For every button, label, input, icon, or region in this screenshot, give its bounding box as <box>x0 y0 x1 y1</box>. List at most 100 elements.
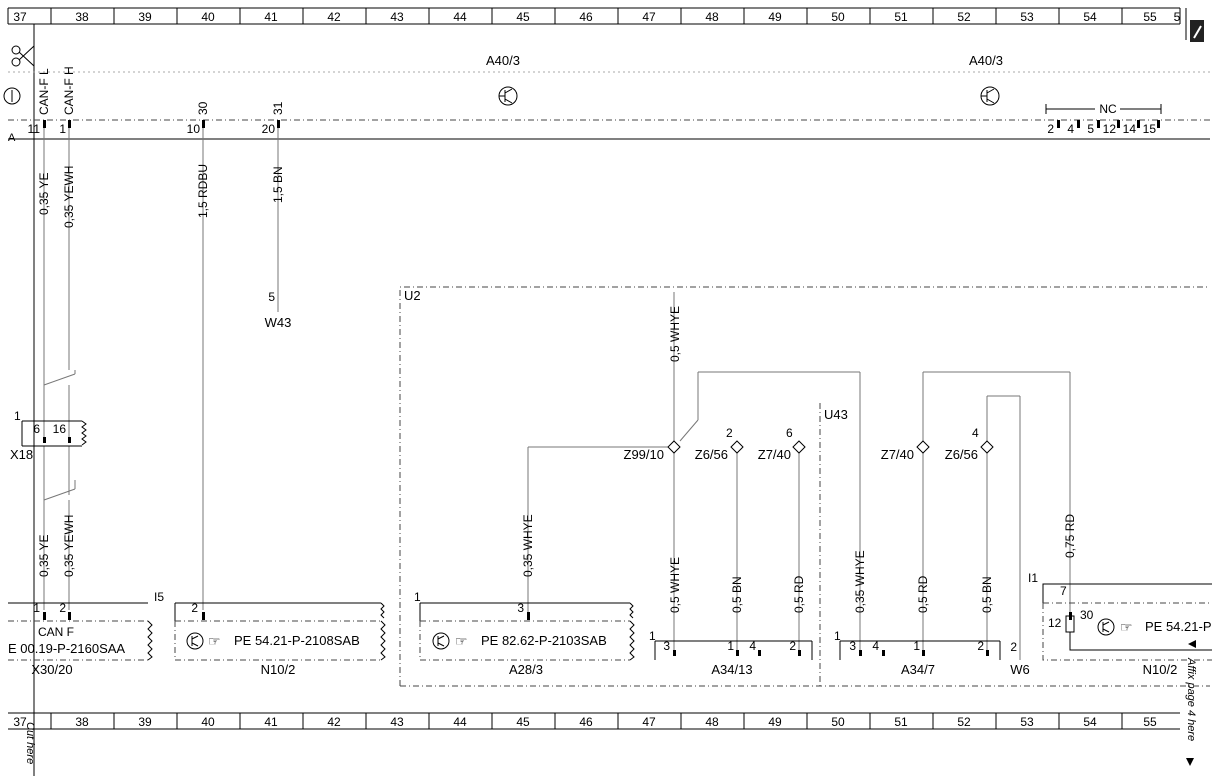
x18-pin16: 16 <box>53 422 67 436</box>
a28-pin-side: 1 <box>414 590 421 604</box>
a34-7-pin: 2 <box>977 639 984 653</box>
grid-num: 39 <box>138 10 152 24</box>
pointing-hand-icon: ☞ <box>1120 619 1133 635</box>
module-a34-13: 1 3 1 4 2 A34/13 <box>649 629 813 677</box>
a34-13-pin-side: 1 <box>649 629 656 643</box>
wire-label: 0,5 RD <box>916 575 930 613</box>
grid-num: 42 <box>327 715 341 729</box>
grid-num: 46 <box>579 10 593 24</box>
grid-num: 51 <box>894 10 908 24</box>
splice-z6-56: Z6/56 <box>945 447 978 462</box>
grid-num: 54 <box>1083 10 1097 24</box>
arrow-down-icon <box>1186 758 1194 766</box>
grid-ruler-top: 37 38 39 40 41 42 43 44 45 46 47 48 49 5… <box>7 7 1204 42</box>
w43-pin: 5 <box>268 290 275 304</box>
pin-label: 11 <box>28 122 41 136</box>
signal-can-f-l: CAN-F L <box>37 68 51 115</box>
pin-label: 1 <box>59 122 66 136</box>
grid-num: 48 <box>705 10 719 24</box>
wire-label: 0,5 WHYE <box>668 557 682 613</box>
grid-num: 50 <box>831 715 845 729</box>
x18-pin-side: 1 <box>14 409 21 423</box>
grid-num: 53 <box>1020 715 1034 729</box>
a34-13-pin: 1 <box>727 639 734 653</box>
splice-z7-40: Z7/40 <box>758 447 791 462</box>
transistor-icon <box>186 632 204 650</box>
module-n10-2-left: 2 ☞ PE 54.21-P-2108SAB N10/2 <box>174 601 386 677</box>
pin-label: 20 <box>262 122 276 136</box>
grid-num: 40 <box>201 10 215 24</box>
grid-num: 43 <box>390 715 404 729</box>
grid-num: 41 <box>264 715 278 729</box>
a34-13-pin: 3 <box>663 639 670 653</box>
transistor-icon <box>498 86 518 106</box>
a28-ref: PE 82.62-P-2103SAB <box>481 633 607 648</box>
grid-num: 53 <box>1020 10 1034 24</box>
a28-pin: 3 <box>517 601 524 615</box>
pin-label: 15 <box>1143 122 1157 136</box>
wire-label: 0,35 YE <box>37 173 51 215</box>
scissors-icon <box>11 45 35 67</box>
a34-7-pin: 3 <box>849 639 856 653</box>
grid-num: 52 <box>957 10 971 24</box>
arrow-left-icon <box>1188 640 1196 648</box>
wire-label: 0,75 RD <box>1063 514 1077 558</box>
module-a28-3: 1 3 ☞ PE 82.62-P-2103SAB A28/3 <box>414 590 635 677</box>
a34-13-pin: 2 <box>789 639 796 653</box>
splice-markers <box>667 440 994 454</box>
splice-pin: 6 <box>786 426 793 440</box>
pin-label: 14 <box>1123 122 1137 136</box>
grid-num: 38 <box>75 10 89 24</box>
grid-num: 47 <box>642 715 656 729</box>
n10-left-name: N10/2 <box>261 662 296 677</box>
wire-label: 0,5 RD <box>792 575 806 613</box>
module-a40-3-left: A40/3 <box>486 53 520 68</box>
grid-num: 45 <box>516 10 530 24</box>
grid-num: 54 <box>1083 715 1097 729</box>
grid-num: 37 <box>13 715 27 729</box>
x18-pin6: 6 <box>33 422 40 436</box>
cut-here-label: Cut here <box>24 722 36 764</box>
n10-left-pin: 2 <box>191 601 198 615</box>
a34-13-pin: 4 <box>749 639 756 653</box>
transistor-icon <box>980 86 1000 106</box>
grid-num: 52 <box>957 715 971 729</box>
pencil-icon <box>1193 25 1202 39</box>
a34-13-name: A34/13 <box>711 662 752 677</box>
wire-label: 0,35 YEWH <box>62 515 76 577</box>
grid-num: 43 <box>390 10 404 24</box>
grid-num: 55 <box>1143 715 1157 729</box>
n10-right-ref: PE 54.21-P <box>1145 619 1212 634</box>
x30-pin2: 2 <box>59 601 66 615</box>
grid-num: 37 <box>13 10 27 24</box>
pin-label: 4 <box>1067 122 1074 136</box>
n10-right-name: N10/2 <box>1143 662 1178 677</box>
n10-left-ref: PE 54.21-P-2108SAB <box>234 633 360 648</box>
connector-x18: 1 6 16 X18 <box>10 409 87 462</box>
wire-label: 0,35 YE <box>37 535 51 577</box>
x30-can-label: CAN F <box>38 625 74 639</box>
top-pins: 11 1 10 20 2 4 5 12 14 15 <box>28 120 1160 136</box>
pin-label: 2 <box>1047 122 1054 136</box>
x30-ref: E 00.19-P-2160SAA <box>8 641 125 656</box>
grid-num: 47 <box>642 10 656 24</box>
grid-num: 49 <box>768 715 782 729</box>
splice-z7-40: Z7/40 <box>881 447 914 462</box>
transistor-icon <box>3 87 21 105</box>
n10-right-pin30: 30 <box>1080 608 1094 622</box>
frame-u2: U2 <box>404 288 421 303</box>
signal-31: 31 <box>271 101 285 115</box>
transistor-icon <box>432 632 450 650</box>
wire-label: 0,5 BN <box>730 576 744 613</box>
grid-num: 44 <box>453 715 467 729</box>
grid-num: 41 <box>264 10 278 24</box>
n10-right-pin12: 12 <box>1048 616 1062 630</box>
affix-page-label: Affix page 4 here <box>1185 657 1197 741</box>
pointing-hand-icon: ☞ <box>455 633 468 649</box>
w6-pin: 2 <box>1010 640 1017 654</box>
splice-z99-10: Z99/10 <box>624 447 664 462</box>
pointing-hand-icon: ☞ <box>208 633 221 649</box>
grid-num: 45 <box>516 715 530 729</box>
wire-label: 0,35 WHYE <box>521 514 535 577</box>
wire-label: 1,5 RDBU <box>196 164 210 218</box>
